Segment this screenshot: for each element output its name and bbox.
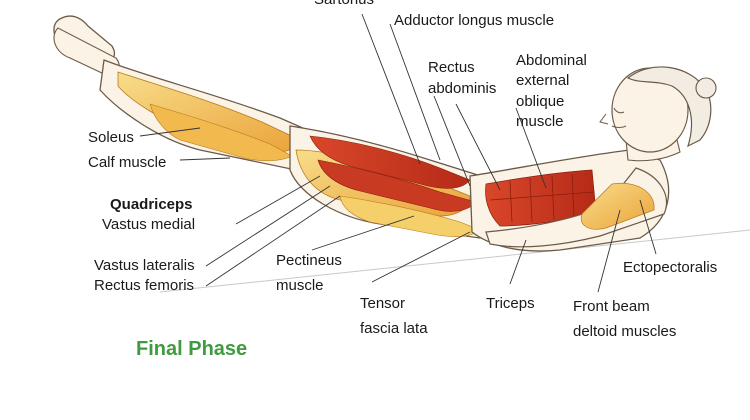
tensor-fascia xyxy=(339,195,481,237)
label-tensor-line1: Tensor xyxy=(360,295,406,312)
label-rectus-femoris: Rectus femoris xyxy=(94,277,195,294)
label-vastus-lateralis: Vastus lateralis xyxy=(94,257,195,274)
face-features xyxy=(599,107,627,128)
sartorius-red xyxy=(309,135,471,189)
label-pectineus-line1: Pectineus xyxy=(276,252,342,269)
deltoid-triceps xyxy=(580,182,655,230)
label-oblique-line4: muscle xyxy=(516,113,564,130)
hair xyxy=(626,66,712,148)
label-pectineus-line2: muscle xyxy=(276,277,324,294)
label-calf-muscle: Calf muscle xyxy=(88,154,167,171)
label-oblique-line3: oblique xyxy=(516,93,565,110)
label-sartorius: Sartorius xyxy=(314,0,374,9)
label-rectus-line1: Rectus xyxy=(428,59,475,76)
label-quadriceps: Quadriceps xyxy=(110,196,193,213)
label-vastus-medial: Vastus medial xyxy=(102,216,196,233)
hair-bun xyxy=(695,77,717,99)
label-ectopectoralis: Ectopectoralis xyxy=(623,259,718,276)
leader-lines xyxy=(139,13,657,293)
adductor-red xyxy=(317,159,477,212)
soleus-muscle xyxy=(149,103,293,162)
label-front-beam-line1: Front beam xyxy=(573,298,650,315)
label-oblique-line2: external xyxy=(516,72,570,89)
rectus-segments xyxy=(489,173,595,223)
label-front-beam-line2: deltoid muscles xyxy=(573,323,677,340)
label-soleus: Soleus xyxy=(88,129,134,146)
phase-title: Final Phase xyxy=(136,338,248,360)
label-adductor-longus: Adductor longus muscle xyxy=(394,12,555,29)
label-tensor-line2: fascia lata xyxy=(360,320,428,337)
label-oblique-line1: Abdominal xyxy=(516,52,587,69)
label-rectus-line2: abdominis xyxy=(428,80,497,97)
label-triceps: Triceps xyxy=(486,295,535,312)
